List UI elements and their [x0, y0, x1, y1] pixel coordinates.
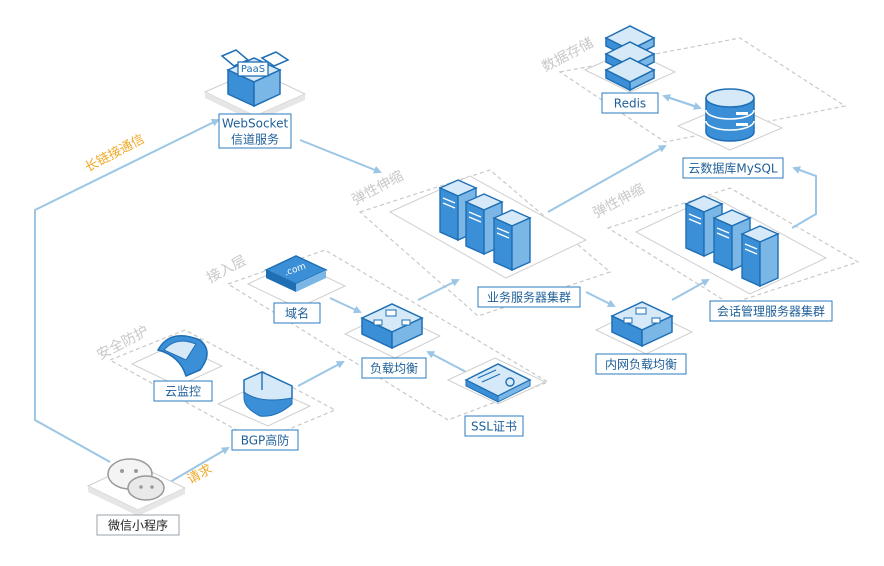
websocket-label-line1: WebSocket — [222, 117, 289, 131]
edge-biz-intranet-lb — [585, 291, 616, 307]
certificate-icon — [464, 363, 532, 403]
edge-biz-mysql — [547, 145, 667, 213]
edge-session-mysql — [791, 166, 817, 229]
domain-label-text: 域名 — [285, 306, 309, 321]
domain-com-icon: .com — [264, 255, 328, 292]
biz-cluster-label-text: 业务服务器集群 — [487, 290, 571, 305]
intranet-lb-label-text: 内网负载均衡 — [605, 358, 677, 372]
biz-server-icons — [438, 179, 532, 272]
edge-label-long-connection: 长链接通信 — [82, 131, 147, 176]
miniprogram-label: 微信小程序 — [96, 514, 180, 536]
edge-request — [169, 446, 230, 483]
edge-label-request: 请求 — [185, 462, 215, 487]
wechat-icon — [107, 458, 165, 501]
zone-label-access-layer: 接入层 — [204, 252, 249, 287]
flow-lines — [34, 94, 817, 483]
redis-icon — [604, 25, 656, 92]
edge-intranet-session — [671, 279, 710, 301]
edge-lb-biz — [417, 279, 460, 301]
zone-data-storage — [558, 37, 847, 143]
database-icon — [705, 88, 755, 142]
edge-ws-biz — [299, 139, 382, 174]
mysql-label: 云数据库MySQL — [682, 157, 784, 179]
zone-elastic-1 — [358, 169, 612, 317]
domain-label: 域名 — [273, 302, 321, 324]
websocket-label: WebSocket 信道服务 — [218, 113, 292, 149]
zone-label-security: 安全防护 — [94, 322, 151, 363]
redis-label: Redis — [601, 92, 659, 114]
websocket-label-line2: 信道服务 — [231, 132, 279, 147]
ssl-label: SSL证书 — [464, 415, 524, 437]
mysql-label-text: 云数据库MySQL — [688, 161, 778, 176]
zone-label-elastic-2: 弹性伸缩 — [590, 181, 647, 221]
session-server-icons — [684, 195, 780, 288]
zone-security — [108, 329, 337, 443]
redis-label-text: Redis — [614, 97, 646, 111]
cloud-monitor-label: 云监控 — [153, 380, 213, 402]
edge-long-connection — [34, 119, 220, 463]
load-balancer-icon — [360, 303, 424, 350]
intranet-load-balancer-icon — [610, 301, 674, 348]
biz-cluster-label: 业务服务器集群 — [477, 286, 581, 308]
lb-label: 负载均衡 — [361, 357, 427, 379]
edge-ssl-lb — [426, 351, 471, 375]
edge-bgp-lb — [297, 361, 345, 387]
miniprogram-label-text: 微信小程序 — [108, 518, 168, 533]
paas-box-icon: PaaS — [220, 49, 290, 108]
bgp-shield-icon — [243, 371, 293, 417]
session-cluster-label: 会话管理服务器集群 — [709, 300, 833, 322]
session-cluster-label-text: 会话管理服务器集群 — [717, 304, 825, 319]
paas-text: PaaS — [241, 64, 265, 75]
ssl-label-text: SSL证书 — [471, 420, 517, 434]
lb-label-text: 负载均衡 — [370, 362, 418, 376]
zone-elastic-2 — [606, 187, 860, 305]
cloud-monitor-label-text: 云监控 — [165, 385, 201, 399]
bgp-label: BGP高防 — [231, 429, 299, 451]
bgp-label-text: BGP高防 — [241, 433, 290, 448]
zone-label-elastic-1: 弹性伸缩 — [349, 168, 406, 208]
edge-mysql-redis — [662, 94, 701, 109]
cloud-monitor-icon — [156, 335, 208, 378]
intranet-lb-label: 内网负载均衡 — [595, 353, 687, 375]
edge-domain-lb — [329, 297, 362, 314]
